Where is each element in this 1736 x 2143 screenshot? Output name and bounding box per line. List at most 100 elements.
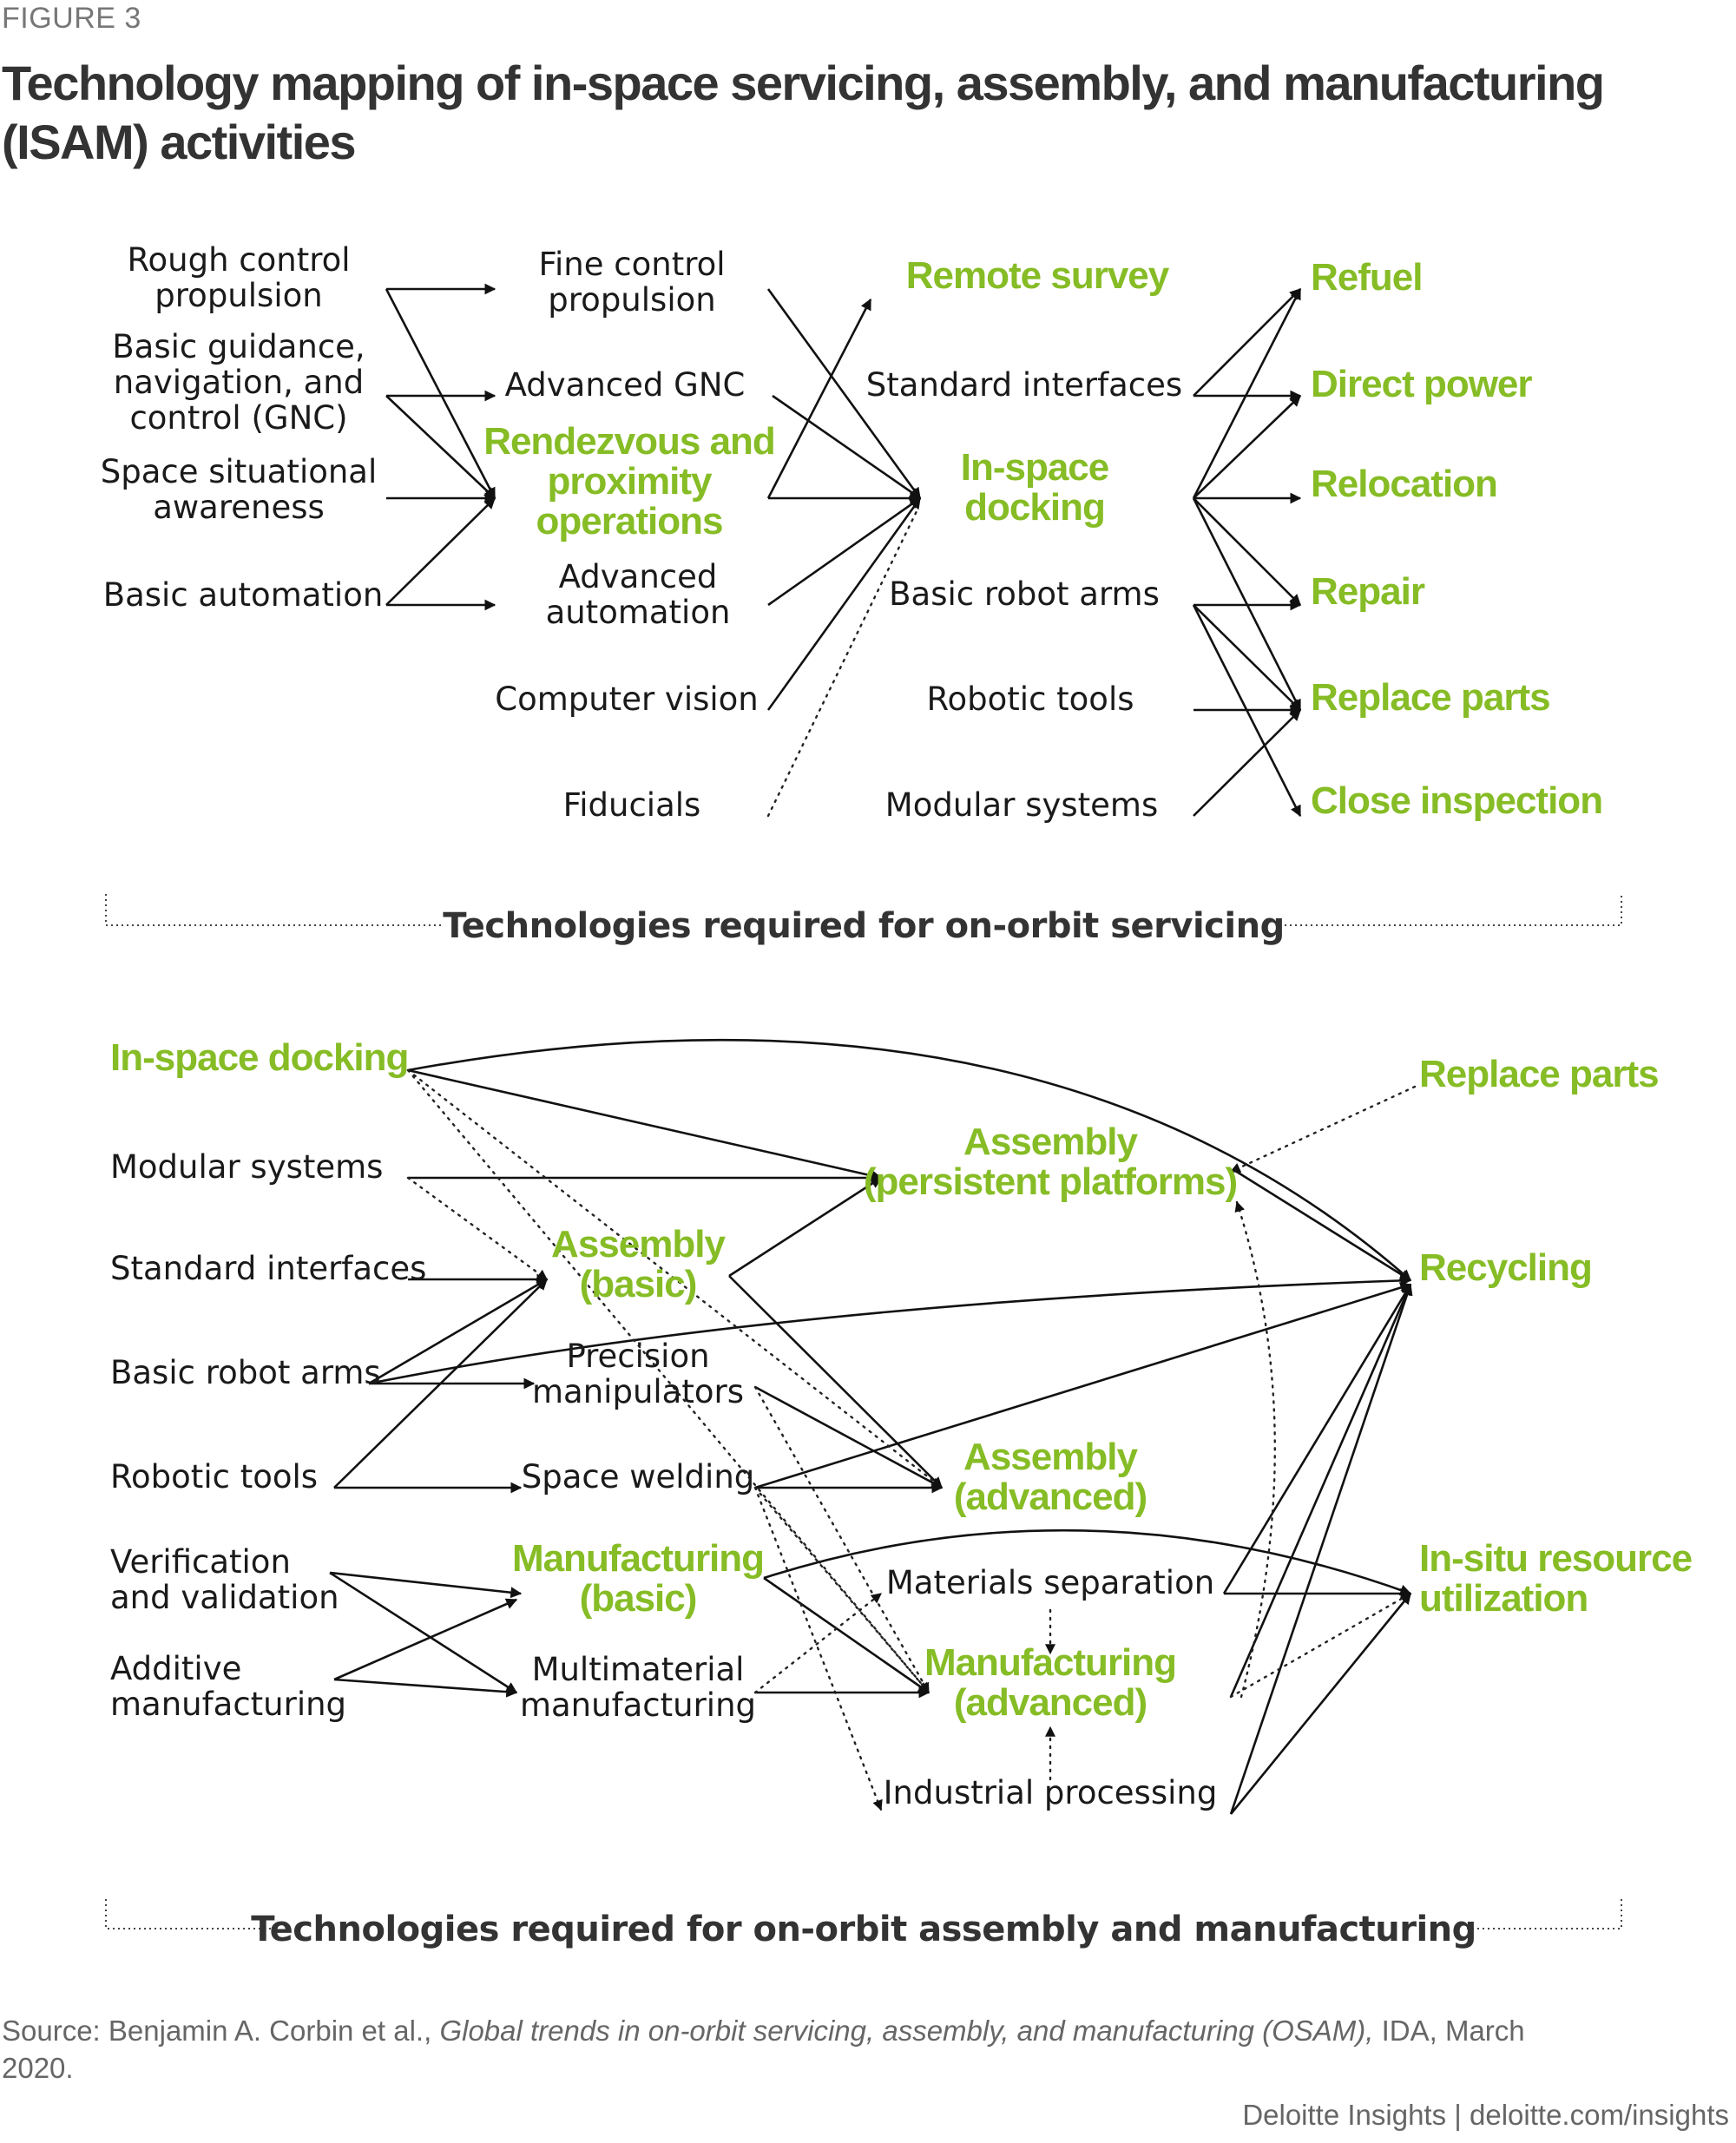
servicing-connector bbox=[767, 496, 922, 607]
node-line: Verification bbox=[110, 1543, 291, 1581]
assembly-dotted-connector bbox=[1234, 1200, 1276, 1699]
node-line: manufacturing bbox=[520, 1686, 756, 1724]
servicing-connector bbox=[385, 288, 496, 500]
assembly-dotted-connector bbox=[753, 1592, 883, 1694]
node-line: Fiducials bbox=[563, 786, 701, 824]
figure-title: Technology mapping of in-space servicing… bbox=[2, 56, 1605, 169]
node-a-tools: Robotic tools bbox=[110, 1458, 318, 1495]
node-line: Relocation bbox=[1311, 463, 1497, 505]
node-line: Space situational bbox=[101, 453, 378, 490]
node-repair: Repair bbox=[1311, 570, 1425, 613]
node-robot-arms: Basic robot arms bbox=[889, 575, 1160, 613]
node-a-docking: In-space docking bbox=[110, 1036, 408, 1079]
node-mfg-basic: Manufacturing(basic) bbox=[512, 1537, 764, 1620]
assembly-connector bbox=[368, 1278, 549, 1385]
assembly-connector bbox=[329, 1571, 518, 1694]
servicing-bracket-right bbox=[1285, 894, 1622, 926]
servicing-dotted-connector bbox=[766, 506, 920, 818]
node-line: Manufacturing bbox=[512, 1537, 764, 1580]
node-line: (basic) bbox=[580, 1263, 697, 1305]
node-comp-vision: Computer vision bbox=[495, 680, 759, 718]
node-a-replace: Replace parts bbox=[1419, 1053, 1659, 1095]
node-line: In-space docking bbox=[110, 1036, 408, 1079]
assembly-connector bbox=[368, 1274, 1412, 1385]
assembly-connector bbox=[728, 1176, 883, 1278]
servicing-connector bbox=[1193, 709, 1301, 817]
assembly-dotted-connector bbox=[753, 1486, 883, 1811]
node-line: Replace parts bbox=[1419, 1053, 1659, 1095]
servicing-connector bbox=[385, 395, 496, 499]
node-line: Standard interfaces bbox=[110, 1250, 426, 1287]
assembly-dotted-connector bbox=[753, 1486, 930, 1694]
node-line: Manufacturing bbox=[924, 1641, 1176, 1684]
node-line: Standard interfaces bbox=[866, 366, 1182, 404]
node-close-inspection: Close inspection bbox=[1311, 779, 1602, 822]
node-line: propulsion bbox=[155, 277, 322, 314]
node-welding: Space welding bbox=[522, 1458, 755, 1495]
node-line: Repair bbox=[1311, 570, 1425, 613]
node-line: Assembly bbox=[963, 1121, 1138, 1163]
node-line: automation bbox=[546, 594, 731, 631]
node-line: Multimaterial bbox=[532, 1651, 745, 1688]
node-line: Close inspection bbox=[1311, 779, 1602, 822]
servicing-connector bbox=[766, 288, 922, 500]
node-line: propulsion bbox=[548, 281, 715, 319]
servicing-bracket-left bbox=[105, 894, 443, 926]
node-mfg-adv: Manufacturing(advanced) bbox=[924, 1641, 1176, 1724]
node-basic-auto: Basic automation bbox=[103, 576, 384, 614]
node-line: navigation, and bbox=[114, 364, 364, 401]
assembly-connector bbox=[1232, 1167, 1412, 1282]
node-adv-gnc: Advanced GNC bbox=[505, 366, 746, 404]
node-line: Additive bbox=[110, 1650, 241, 1687]
node-line: Precision bbox=[566, 1338, 709, 1375]
node-line: Rough control bbox=[127, 241, 350, 279]
node-relocation: Relocation bbox=[1311, 463, 1497, 505]
node-ind-proc: Industrial processing bbox=[884, 1774, 1218, 1811]
source-suffix: IDA, March 2020. bbox=[2, 2015, 1525, 2084]
node-line: Space welding bbox=[522, 1458, 755, 1495]
node-a-std-if: Standard interfaces bbox=[110, 1250, 426, 1287]
node-line: Basic robot arms bbox=[110, 1354, 381, 1391]
node-line: Rendezvous and bbox=[483, 420, 775, 463]
node-recycling: Recycling bbox=[1419, 1246, 1592, 1289]
node-line: (advanced) bbox=[954, 1476, 1147, 1518]
node-modular: Modular systems bbox=[885, 786, 1158, 824]
assembly-connector bbox=[333, 1678, 518, 1698]
node-line: manufacturing bbox=[110, 1686, 346, 1723]
node-line: Fine control bbox=[538, 246, 725, 283]
node-line: operations bbox=[536, 500, 723, 542]
source-note: Source: Benjamin A. Corbin et al., Globa… bbox=[2, 2012, 1564, 2087]
node-line: Remote survey bbox=[906, 254, 1170, 297]
assembly-connector bbox=[329, 1571, 523, 1599]
servicing-connector bbox=[1192, 287, 1302, 499]
node-line: Replace parts bbox=[1311, 676, 1550, 719]
node-line: Advanced GNC bbox=[505, 366, 746, 404]
node-line: Assembly bbox=[963, 1436, 1138, 1478]
servicing-connector bbox=[766, 496, 922, 711]
node-line: Robotic tools bbox=[926, 680, 1134, 718]
node-std-if: Standard interfaces bbox=[866, 366, 1182, 404]
node-refuel: Refuel bbox=[1311, 256, 1422, 299]
node-line: utilization bbox=[1419, 1577, 1588, 1620]
node-line: Basic automation bbox=[103, 576, 384, 614]
assembly-connector bbox=[333, 1598, 518, 1681]
node-line: Refuel bbox=[1311, 256, 1422, 299]
assembly-connector bbox=[407, 1038, 1411, 1281]
node-line: Advanced bbox=[559, 558, 718, 595]
assembly-bracket-right bbox=[1467, 1899, 1622, 1929]
assembly-connector bbox=[1222, 1283, 1412, 1594]
source-prefix: Source: Benjamin A. Corbin et al., bbox=[2, 2015, 440, 2047]
assembly-connector bbox=[407, 1068, 883, 1181]
assembly-connector bbox=[754, 1282, 1412, 1489]
figure-label: FIGURE 3 bbox=[2, 2, 141, 35]
node-line: docking bbox=[964, 486, 1105, 529]
